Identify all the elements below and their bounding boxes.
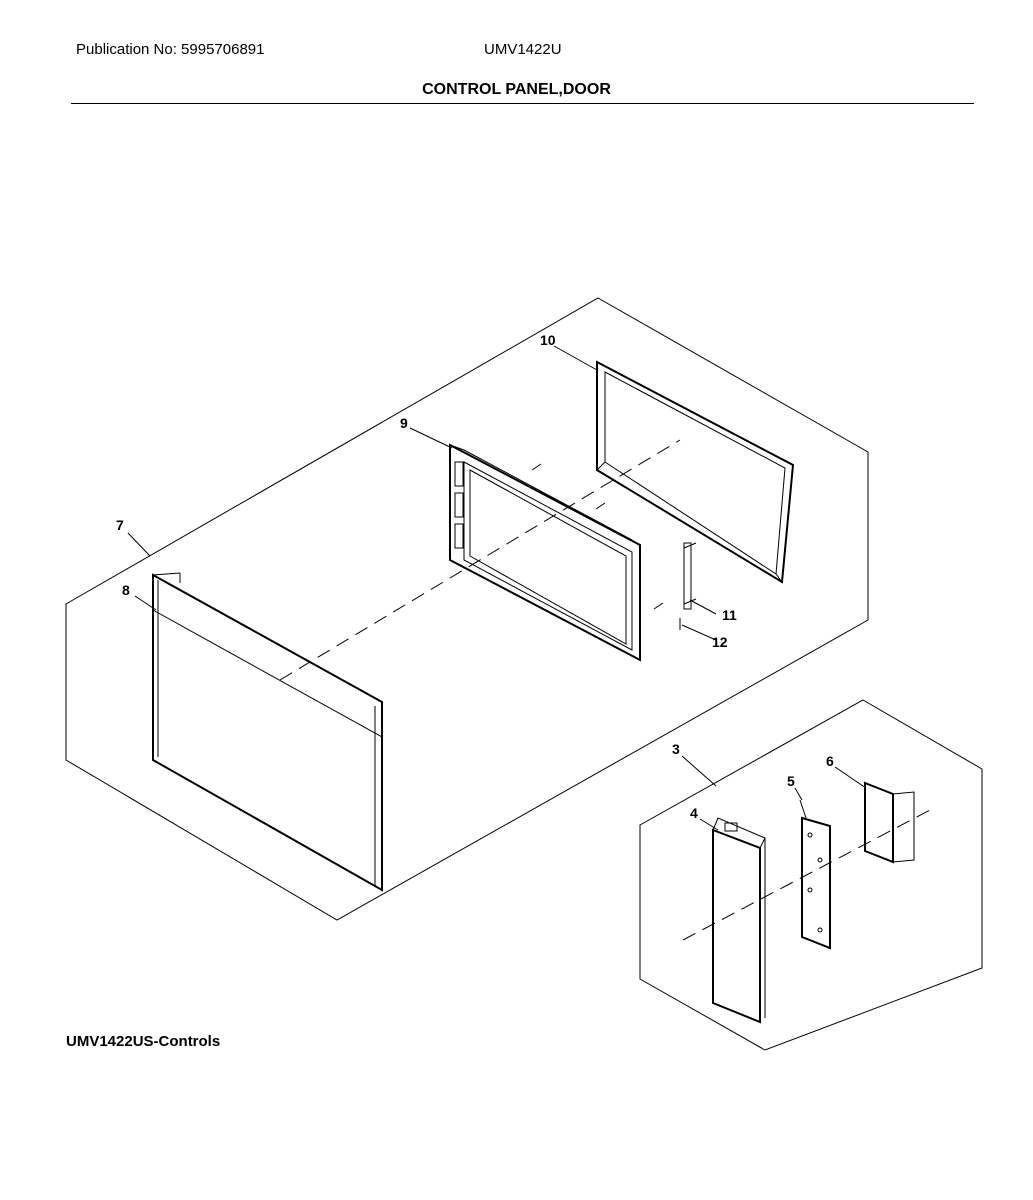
part-9-door-inner-panel [449, 443, 641, 662]
callout-12: 12 [712, 634, 728, 650]
callout-5: 5 [787, 773, 795, 789]
part-10-door-frame [596, 360, 795, 584]
alignment-line-controls [682, 809, 931, 941]
alignment-line-door [279, 439, 681, 681]
screw-a [531, 463, 542, 471]
leader-11 [689, 599, 717, 615]
callout-8: 8 [122, 582, 130, 598]
screw-b [595, 502, 606, 510]
leader-6 [834, 766, 867, 789]
leader-12 [681, 624, 717, 641]
header-rule [71, 103, 974, 104]
callout-9: 9 [400, 415, 408, 431]
publication-number: Publication No: 5995706891 [76, 41, 265, 58]
diagram-caption: UMV1422US-Controls [66, 1033, 221, 1050]
leader-5 [794, 787, 803, 801]
callout-6: 6 [826, 753, 834, 769]
leader-4 [699, 818, 719, 831]
part-11-latch-bracket [683, 542, 697, 610]
model-number: UMV1422U [484, 41, 562, 58]
part-6-bracket [864, 781, 915, 864]
callout-10: 10 [540, 332, 556, 348]
part-5-circuit-board [799, 799, 831, 950]
callout-7: 7 [116, 517, 124, 533]
part-8-front-door-panel [152, 572, 383, 892]
leader-9 [409, 427, 453, 449]
leader-10 [553, 345, 598, 371]
callout-4: 4 [690, 805, 698, 821]
assembly-3-boundary [639, 699, 983, 1051]
callout-11: 11 [722, 607, 737, 623]
leader-3 [681, 755, 717, 787]
leader-8 [134, 595, 157, 611]
callout-3: 3 [672, 741, 680, 757]
part-4-control-housing [712, 817, 766, 1024]
leader-7 [127, 532, 151, 557]
page-title: CONTROL PANEL,DOOR [422, 81, 611, 98]
assembly-7-boundary [65, 297, 869, 921]
screw-c [653, 602, 664, 610]
